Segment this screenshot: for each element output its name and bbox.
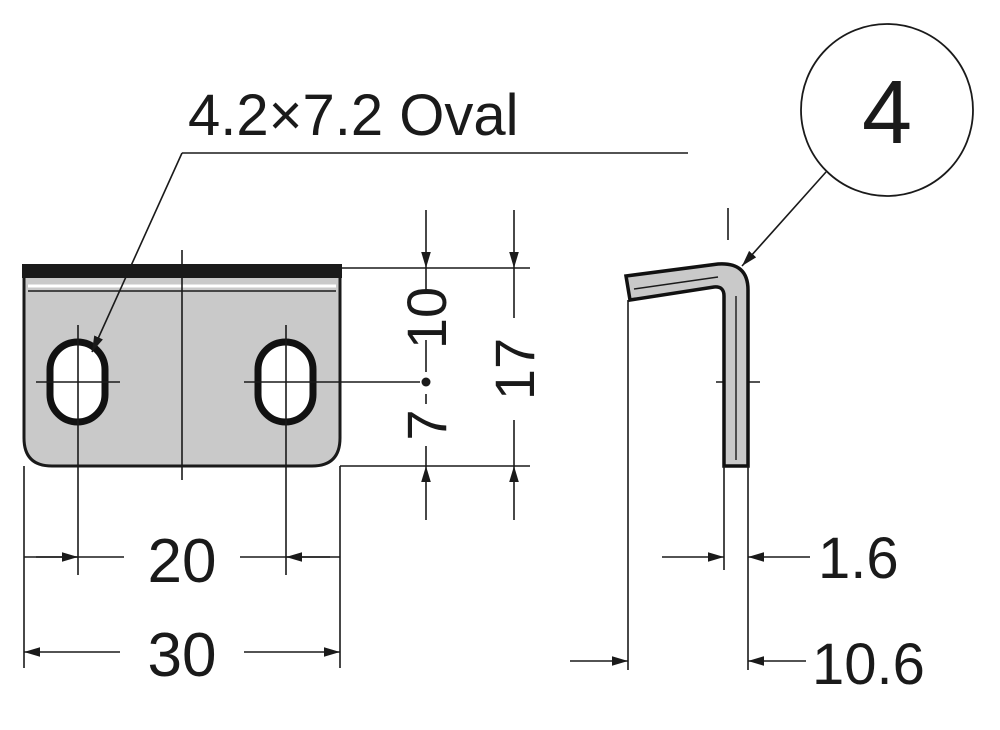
bracket-profile — [623, 262, 750, 468]
horizontal-dimensions: 20 30 — [23, 466, 341, 690]
hole-center-dot — [421, 377, 431, 387]
dim-overall-width: 30 — [148, 621, 217, 690]
part-number: 4 — [862, 63, 912, 163]
part-balloon: 4 — [741, 23, 974, 267]
dim-hole-to-bottom: 7 — [395, 409, 458, 440]
oval-leader — [91, 152, 183, 353]
dim-thickness: 1.6 — [818, 526, 899, 591]
dim-overall-depth: 10.6 — [812, 632, 925, 697]
front-view — [22, 250, 420, 575]
part-number-circle — [800, 23, 974, 197]
vertical-dimensions: 10 7 17 — [340, 210, 546, 520]
dim-overall-height: 17 — [483, 338, 546, 400]
oval-label: 4.2×7.2 Oval — [188, 83, 519, 148]
oval-callout: 4.2×7.2 Oval — [91, 83, 688, 353]
dim-hole-to-top: 10 — [395, 287, 458, 349]
balloon-leader — [741, 171, 827, 267]
dim-hole-spacing: 20 — [148, 527, 217, 596]
side-view: 1.6 10.6 — [570, 208, 925, 697]
